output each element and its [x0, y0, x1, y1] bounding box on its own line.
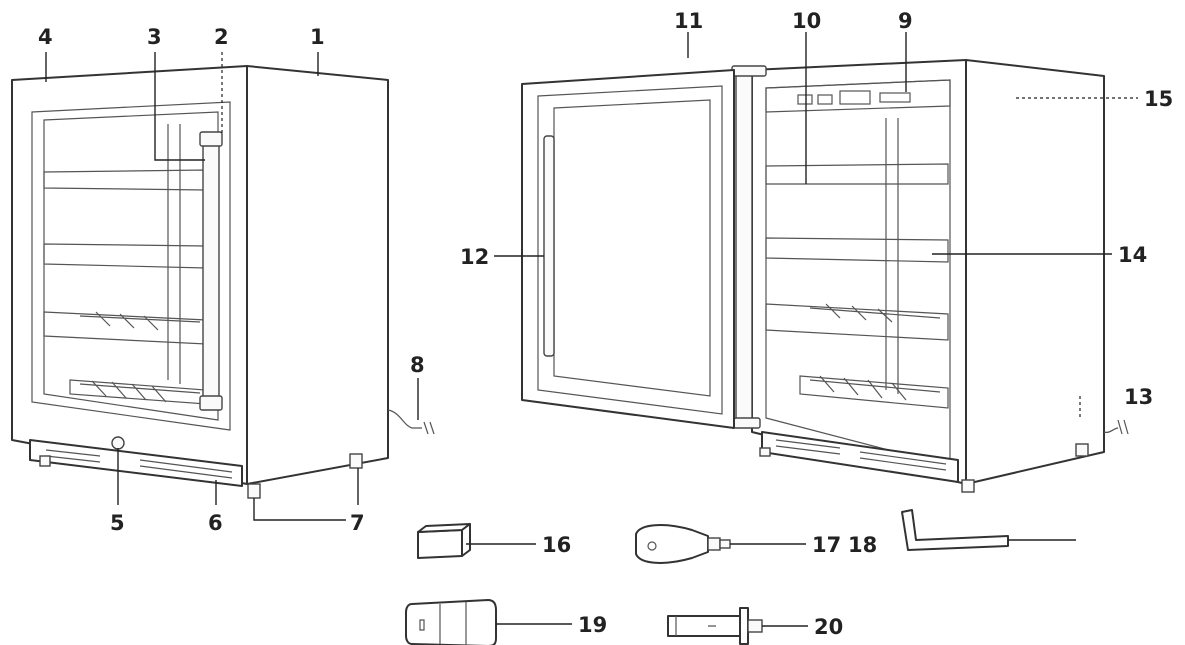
callout-14: 14 — [1118, 243, 1147, 267]
accessory-16-illustration — [417, 523, 471, 559]
callout-3: 3 — [147, 25, 162, 49]
callout-12: 12 — [460, 245, 489, 269]
accessory-20-illustration — [667, 607, 763, 645]
callout-13: 13 — [1124, 385, 1153, 409]
callout-labels: 1 2 3 4 5 6 7 8 9 10 11 12 13 14 15 16 1… — [38, 9, 1173, 639]
callout-7: 7 — [350, 511, 365, 535]
callout-1: 1 — [310, 25, 325, 49]
cabinet-open-illustration — [521, 59, 1129, 493]
callout-8: 8 — [410, 353, 425, 377]
callout-16: 16 — [542, 533, 571, 557]
callout-4: 4 — [38, 25, 53, 49]
callout-15: 15 — [1144, 87, 1173, 111]
accessory-17-18-illustration — [635, 524, 731, 564]
callout-11: 11 — [674, 9, 703, 33]
accessory-19-illustration — [405, 599, 497, 645]
allen-key-illustration — [901, 509, 1009, 551]
callout-6: 6 — [208, 511, 223, 535]
leader-lines — [45, 32, 1138, 627]
cabinet-closed-illustration — [11, 65, 435, 499]
callout-17: 17 — [812, 533, 841, 557]
callout-18: 18 — [848, 533, 877, 557]
callout-5: 5 — [110, 511, 125, 535]
callout-19: 19 — [578, 613, 607, 637]
callout-20: 20 — [814, 615, 843, 639]
callout-2: 2 — [214, 25, 229, 49]
callout-9: 9 — [898, 9, 913, 33]
callout-10: 10 — [792, 9, 821, 33]
